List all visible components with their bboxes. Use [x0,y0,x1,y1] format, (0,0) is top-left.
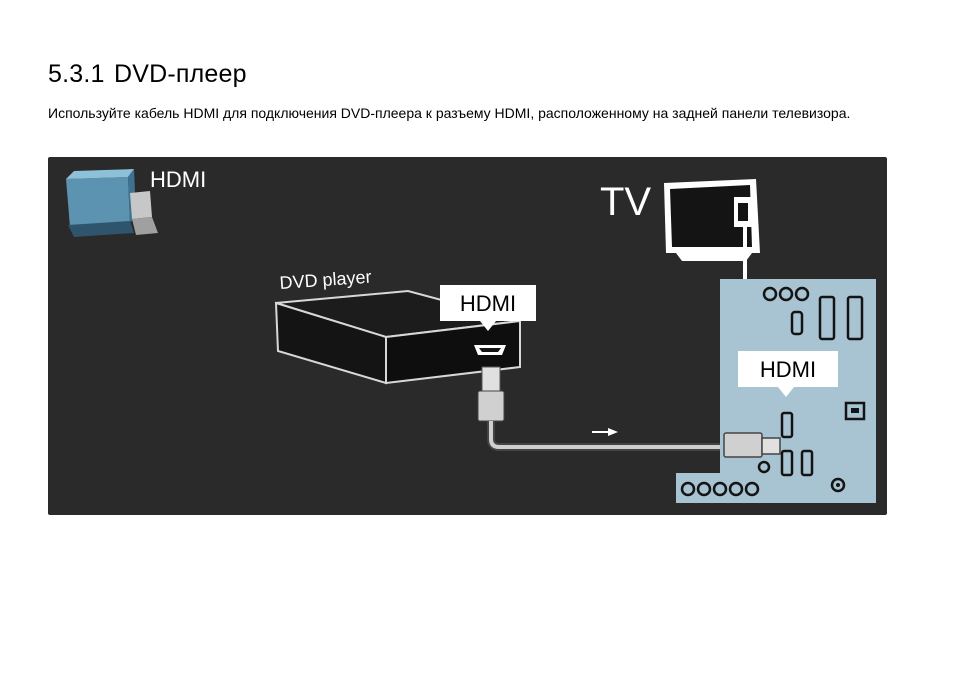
hdmi-legend-label: HDMI [150,167,206,192]
description-text: Используйте кабель HDMI для подключения … [48,105,851,121]
tv-connector-panel [676,279,876,503]
section-number: 5.3.1 [48,60,105,88]
arrow-right-icon [592,428,618,436]
hdmi-plug-tv-icon [723,432,781,458]
hdmi-connector-icon [66,169,158,237]
section-heading: 5.3.1 DVD-плеер [48,60,247,89]
hdmi-plug-dvd-icon [477,366,505,422]
section-title: DVD-плеер [114,60,247,88]
dvd-label: DVD player [279,267,372,293]
dvd-hdmi-callout [440,285,536,331]
tv-label: TV [600,180,651,224]
connection-diagram: HDMI TV DVD player HDMI [48,157,887,515]
tv-port-label: HDMI [760,357,816,382]
tv-hdmi-callout [738,351,838,397]
tv-icon [664,179,760,261]
dvd-hdmi-port-icon [474,345,506,355]
dvd-port-label: HDMI [460,291,516,316]
